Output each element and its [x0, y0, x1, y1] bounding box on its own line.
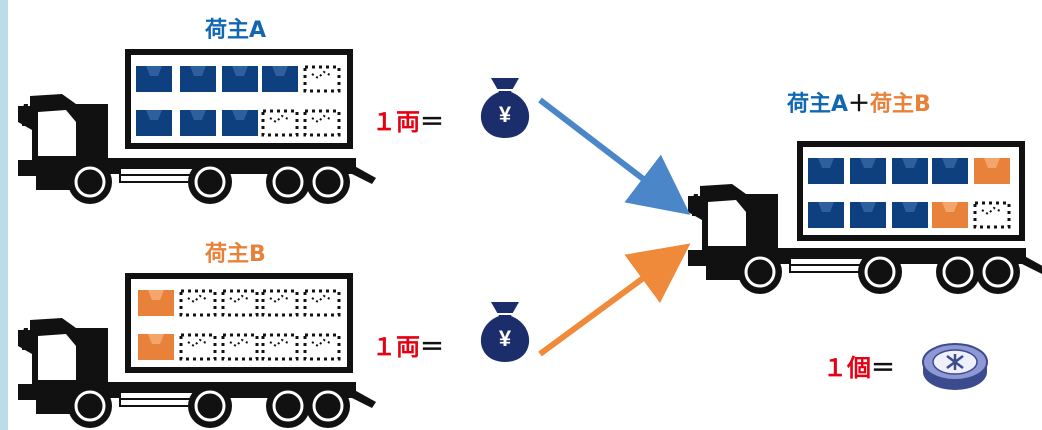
price-unit: 個 [847, 354, 871, 382]
side-bar [0, 0, 8, 430]
price-equals: ＝ [420, 108, 444, 136]
yen-symbol: ¥ [499, 102, 512, 127]
price-unit: 両 [396, 108, 420, 136]
truck-b [16, 273, 378, 430]
money-bag-icon: ¥ [479, 301, 531, 363]
combined-plus-sign: ＋ [848, 92, 871, 117]
combined-shippers-label: 荷主A＋荷主B [787, 86, 931, 118]
price-number: １ [823, 354, 847, 382]
shipper-a-label: 荷主A [205, 18, 267, 43]
price-number: １ [372, 333, 396, 361]
cargo-box-combined [797, 141, 1025, 241]
price-item: １個＝ [823, 348, 895, 383]
truck-a [16, 49, 378, 206]
cargo-box-b [125, 273, 353, 373]
combined-shipper-b: 荷主B [870, 92, 931, 117]
cargo-box-a [125, 49, 353, 149]
price-number: １ [372, 108, 396, 136]
coin-icon [922, 343, 988, 390]
combined-shipper-a: 荷主A [787, 92, 849, 117]
price-equals: ＝ [871, 354, 895, 382]
arrow-a-to-combined [538, 97, 691, 215]
price-equals: ＝ [420, 333, 444, 361]
shipper-b-label: 荷主B [205, 242, 266, 267]
money-bag-icon: ¥ [479, 77, 531, 139]
yen-symbol: ¥ [499, 326, 512, 351]
arrow-b-to-combined [538, 243, 691, 357]
truck-combined [686, 141, 1042, 296]
price-truck-b: １両＝ [372, 327, 444, 362]
price-unit: 両 [396, 333, 420, 361]
price-truck-a: １両＝ [372, 102, 444, 137]
